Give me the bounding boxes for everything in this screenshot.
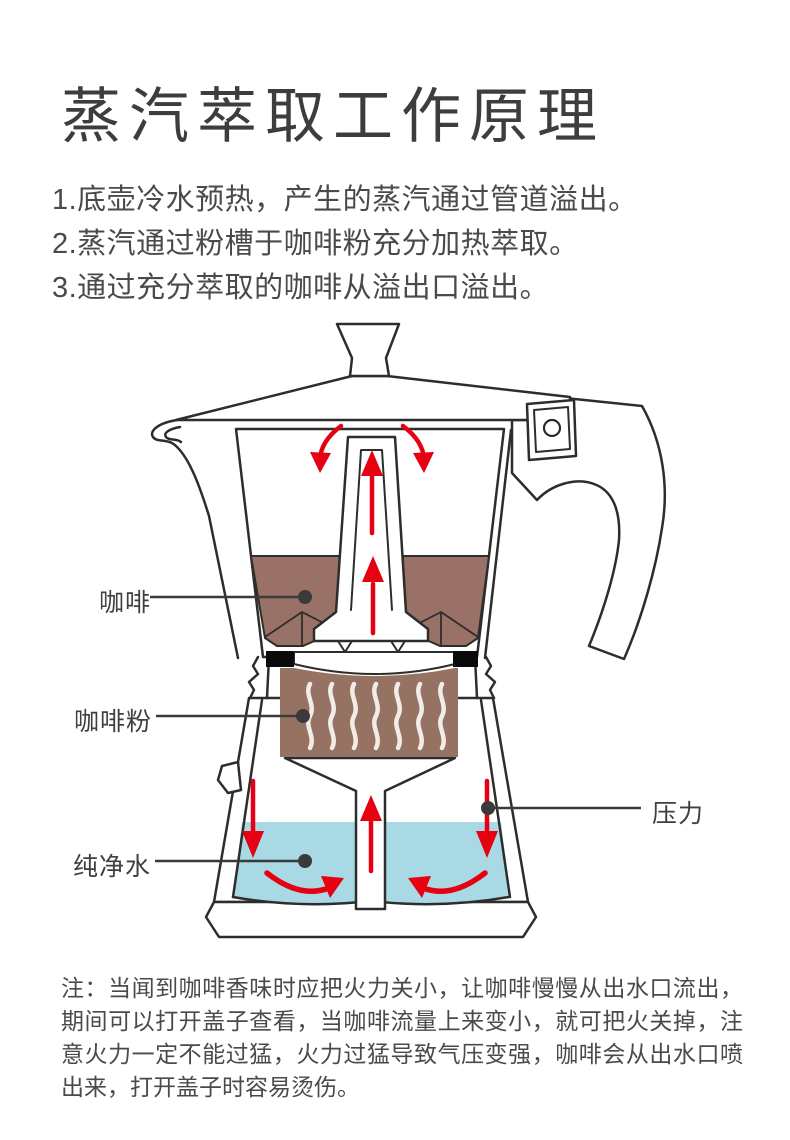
flow-arrows [242, 423, 498, 898]
page-title: 蒸汽萃取工作原理 [61, 83, 605, 150]
hinge [525, 398, 578, 462]
filter-plate [293, 651, 456, 675]
coffee-basket [266, 651, 478, 757]
label-pressure: 压力 [652, 800, 705, 828]
swirl-right [420, 870, 488, 894]
center-column [312, 435, 430, 653]
label-coffee: 咖啡 [99, 589, 152, 617]
step-item: 3.通过充分萃取的咖啡从溢出口溢出。 [52, 272, 550, 304]
steps-list: 1.底壶冷水预热，产生的蒸汽通过管道溢出。 2.蒸汽通过粉槽于咖啡粉充分加热萃取… [52, 178, 638, 310]
label-pure-water: 纯净水 [73, 853, 152, 881]
pot-base [204, 900, 538, 939]
powder-body [280, 668, 458, 757]
label-leaders [150, 590, 641, 868]
label-coffee-powder: 咖啡粉 [74, 708, 153, 736]
gasket-left [266, 651, 294, 667]
step-item: 1.底壶冷水预热，产生的蒸汽通过管道溢出。 [52, 184, 638, 216]
note-text: 注：当闻到咖啡香味时应把火力关小，让咖啡慢慢从出水口流出，期间可以打开盖子查看，… [61, 975, 743, 1100]
knob [335, 322, 401, 378]
spout [150, 418, 240, 660]
step-item: 2.蒸汽通过粉槽于咖啡粉充分加热萃取。 [52, 228, 579, 260]
lid [174, 374, 572, 422]
safety-valve [216, 760, 243, 795]
swirl-left [264, 870, 332, 894]
gasket-right [453, 651, 478, 667]
hinge-pin [542, 418, 562, 438]
handle [510, 396, 667, 661]
